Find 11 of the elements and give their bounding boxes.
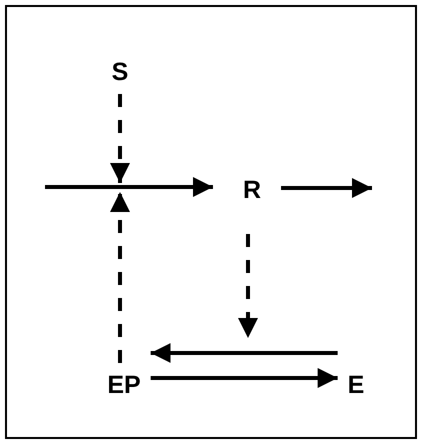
dashed-arrow [238, 234, 258, 338]
node-label: EP [107, 371, 141, 399]
arrow [281, 178, 372, 198]
node-label: R [242, 176, 262, 204]
arrow [150, 343, 338, 363]
dashed-arrow [110, 94, 130, 183]
dashed-arrow [110, 192, 130, 363]
node-label: S [112, 58, 128, 86]
arrow [150, 368, 338, 388]
node-label: E [348, 371, 364, 399]
arrow [45, 177, 213, 197]
